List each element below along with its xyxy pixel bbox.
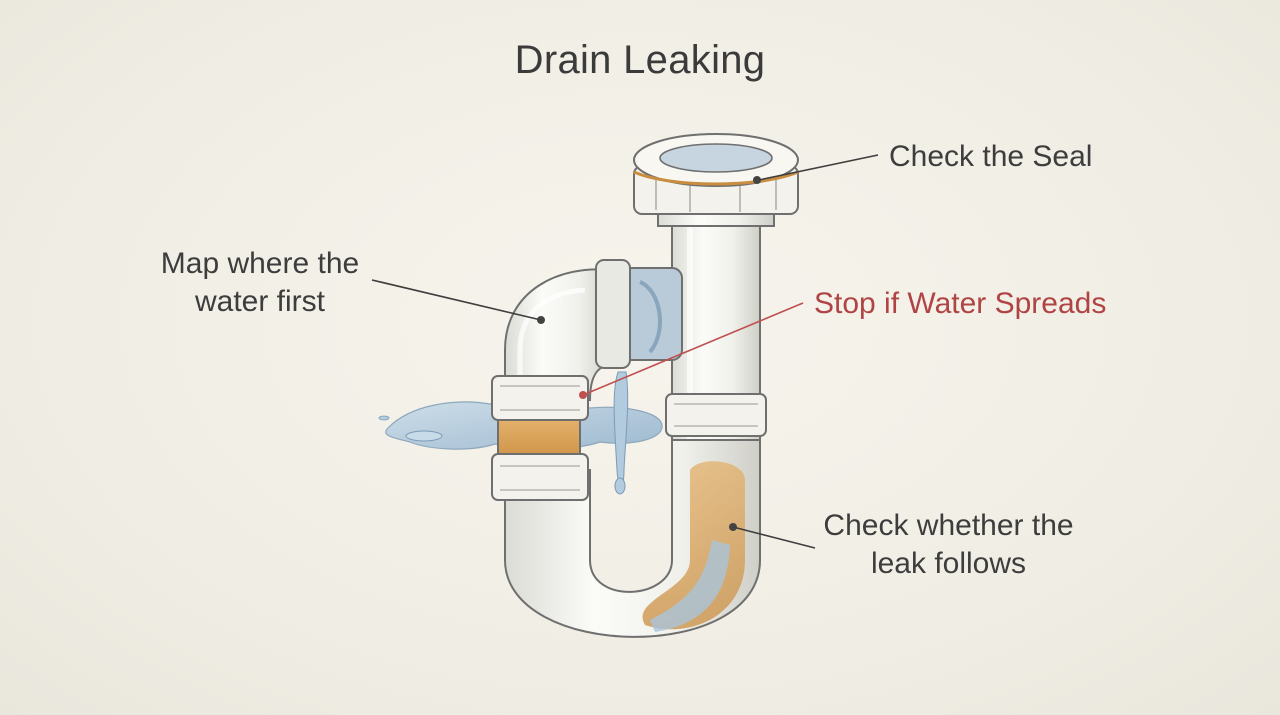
drain-flange xyxy=(633,133,799,227)
callout-leak-follows: Check whether the leak follows xyxy=(823,509,1074,580)
callout-stop-water-spreads: Stop if Water Spreads xyxy=(814,287,1107,320)
elbow-pipe xyxy=(504,268,614,401)
callout-check-seal: Check the Seal xyxy=(889,140,1093,173)
trap-nuts xyxy=(491,375,589,501)
leader-line-map xyxy=(371,279,542,321)
leader-line-stop xyxy=(582,302,804,396)
slip-joint-nut xyxy=(595,259,683,369)
water-drip-icon xyxy=(613,371,629,495)
leader-line-follow xyxy=(732,526,816,549)
tailpiece-nut xyxy=(665,393,767,437)
leader-line-seal xyxy=(758,154,879,181)
callout-map-water: Map where the water first xyxy=(160,247,360,318)
diagram-title: Drain Leaking xyxy=(514,38,766,82)
